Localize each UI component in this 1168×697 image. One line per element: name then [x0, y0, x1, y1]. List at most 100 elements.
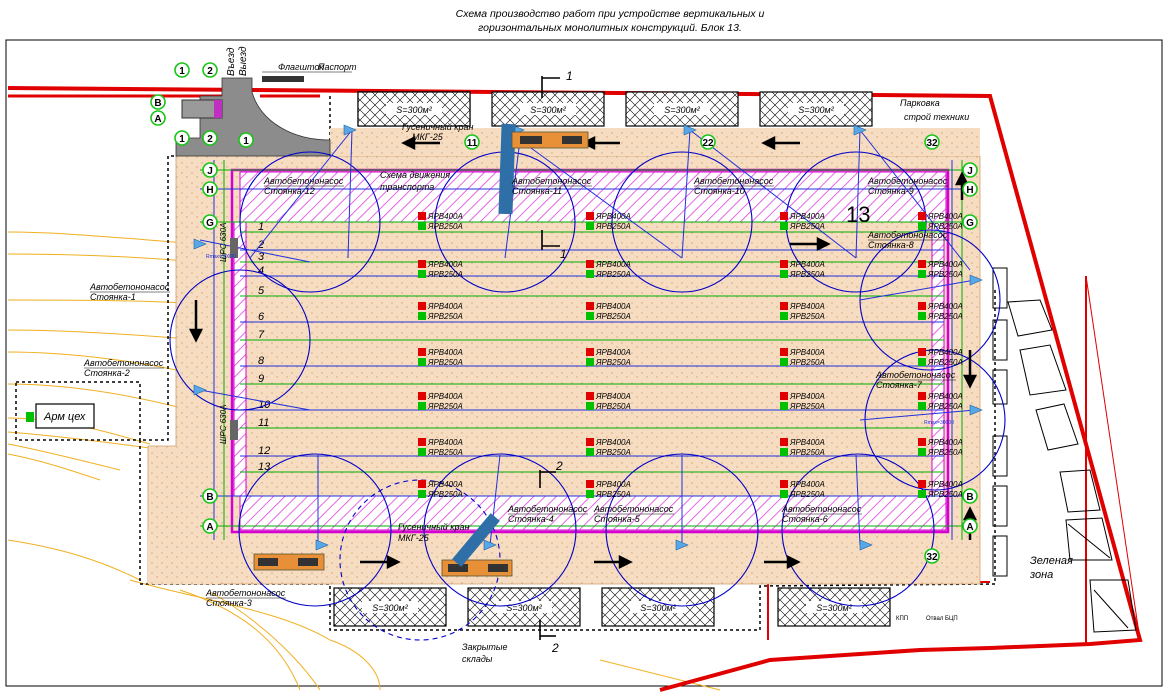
storage-area-label: S=300м² — [816, 603, 852, 613]
pump-position-marker — [483, 539, 497, 551]
panel-400-label: ЯРВ400А — [427, 212, 463, 221]
closed-storage-label-1: Закрытые — [462, 642, 508, 652]
section-mark-1-mid: 1 — [560, 247, 567, 261]
panel-250-marker — [918, 448, 926, 456]
pump-stand-number: Стоянка-3 — [206, 598, 252, 608]
flagpole-icon — [262, 76, 304, 82]
panel-400-label: ЯРВ400А — [927, 480, 963, 489]
pump-stand-number: Стоянка-2 — [84, 368, 130, 378]
panel-400-label: ЯРВ400А — [927, 212, 963, 221]
gate-marker-circle — [238, 132, 254, 148]
pump-stand-number: Стоянка-4 — [508, 514, 554, 524]
panel-250-marker — [918, 402, 926, 410]
panel-400-marker — [586, 438, 594, 446]
entry-label: Въезд — [226, 47, 237, 76]
panel-250-label: ЯРВ250А — [427, 222, 463, 231]
panel-250-marker — [780, 402, 788, 410]
badge: 32 — [926, 138, 938, 149]
pump-stand-number: Стоянка-5 — [594, 514, 641, 524]
gate-letter: B — [154, 98, 161, 109]
panel-250-label: ЯРВ250А — [789, 222, 825, 231]
axis-letter-right-circle — [962, 518, 978, 534]
pump-stand-labels: АвтобетононасосСтоянка-1АвтобетононасосС… — [83, 176, 956, 608]
panel-400-label: ЯРВ400А — [789, 260, 825, 269]
rmax-label-right: Rmax=30000 — [924, 420, 954, 426]
crane-top-label-2: МКГ-25 — [412, 132, 444, 142]
panel-250-label: ЯРВ250А — [427, 448, 463, 457]
panel-400-label: ЯРВ400А — [789, 302, 825, 311]
axis-number-label: 5 — [258, 285, 265, 297]
panel-400-label: ЯРВ400А — [927, 302, 963, 311]
gate-marker-circle — [202, 62, 218, 78]
pump-stand-number: Стоянка-7 — [876, 380, 923, 390]
panel-250-label: ЯРВ250А — [427, 312, 463, 321]
panel-400-marker — [780, 348, 788, 356]
panel-250-label: ЯРВ250А — [595, 312, 631, 321]
pump-stand-number: Стоянка-1 — [90, 292, 136, 302]
axis-letter-right: A — [966, 522, 973, 533]
panel-250-label: ЯРВ250А — [927, 490, 963, 499]
panel-250-label: ЯРВ250А — [789, 312, 825, 321]
pump-stand-number: Стоянка-9 — [868, 186, 914, 196]
traffic-label-1: Схема движения — [380, 170, 450, 180]
panel-250-label: ЯРВ250А — [595, 402, 631, 411]
panel-250-label: ЯРВ250А — [789, 402, 825, 411]
panel-400-label: ЯРВ400А — [595, 438, 631, 447]
pump-position-marker — [193, 238, 207, 250]
pump-position-markers — [193, 124, 983, 551]
axis-letter-right: B — [966, 492, 973, 503]
shrs-upper-label: ШРС 630А — [219, 223, 228, 262]
panel-250-label: ЯРВ250А — [595, 448, 631, 457]
panel-400-marker — [418, 348, 426, 356]
badge: 22 — [702, 138, 714, 149]
panel-250-marker — [780, 222, 788, 230]
panel-250-marker — [918, 490, 926, 498]
storage-area-label-bg — [520, 103, 576, 115]
panel-400-marker — [918, 302, 926, 310]
pump-position-marker — [315, 539, 329, 551]
axis-number-label: 12 — [258, 445, 270, 457]
panel-400-marker — [586, 212, 594, 220]
panel-250-marker — [418, 448, 426, 456]
badge-circle — [464, 134, 480, 150]
axis-number-label: 6 — [258, 311, 265, 323]
panel-250-marker — [780, 448, 788, 456]
panel-400-label: ЯРВ400А — [595, 212, 631, 221]
axis-letter-right: J — [967, 166, 973, 177]
green-zone-label-1: Зеленая — [1030, 555, 1073, 567]
section-mark-1-top: 1 — [566, 69, 573, 83]
panel-250-marker — [918, 222, 926, 230]
panel-400-label: ЯРВ400А — [595, 348, 631, 357]
panel-250-label: ЯРВ250А — [427, 402, 463, 411]
panel-250-label: ЯРВ250А — [595, 270, 631, 279]
panel-250-label: ЯРВ250А — [927, 402, 963, 411]
axis-number-label: 9 — [258, 373, 264, 385]
exit-label: Выезд — [238, 46, 249, 76]
axis-letter-right: G — [966, 218, 974, 229]
checkpoint-label: КПП — [896, 616, 908, 622]
panel-250-label: ЯРВ250А — [427, 358, 463, 367]
panel-250-marker — [418, 402, 426, 410]
panel-400-marker — [918, 348, 926, 356]
panel-250-marker — [586, 312, 594, 320]
panel-400-label: ЯРВ400А — [789, 212, 825, 221]
storage-area-label-bg — [496, 601, 552, 613]
panel-400-label: ЯРВ400А — [427, 392, 463, 401]
badge-circle — [924, 548, 940, 564]
storage-area-label-bg — [654, 103, 710, 115]
pump-stand-title: Автобетононасос — [867, 176, 948, 186]
parking-label-1: Парковка — [900, 98, 940, 108]
panel-400-label: ЯРВ400А — [595, 302, 631, 311]
axis-letter-right-circle — [962, 214, 978, 230]
storage-area-label: S=300м² — [396, 105, 432, 115]
panel-400-marker — [780, 480, 788, 488]
panel-250-marker — [586, 222, 594, 230]
panel-400-marker — [918, 212, 926, 220]
gate-letter: A — [154, 114, 161, 125]
storage-area-label: S=300м² — [640, 603, 676, 613]
panel-250-marker — [418, 358, 426, 366]
pump-stand-title: Автобетононасос — [781, 504, 862, 514]
panel-250-label: ЯРВ250А — [789, 490, 825, 499]
panel-400-marker — [418, 392, 426, 400]
